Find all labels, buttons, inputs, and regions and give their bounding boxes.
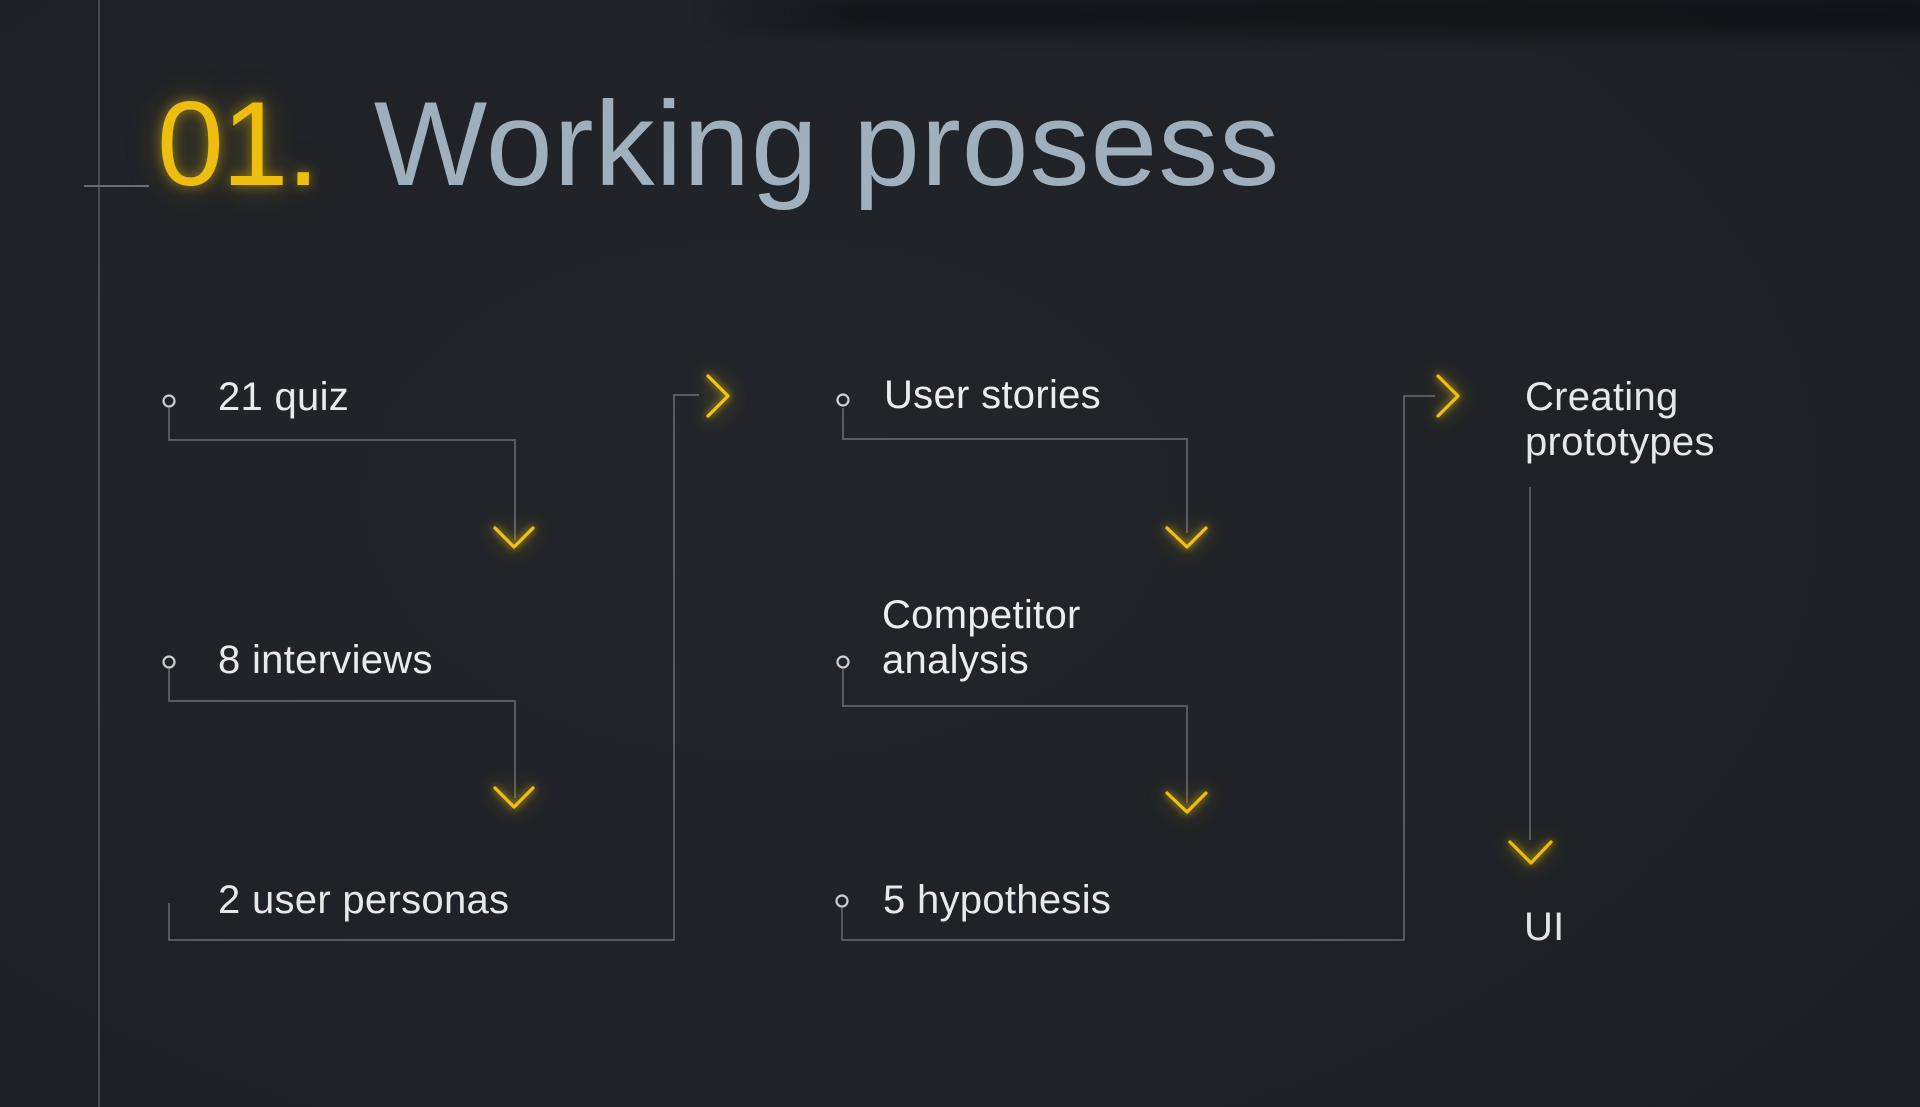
chevron-right-icon — [1436, 374, 1460, 418]
chevron-down-icon — [493, 786, 535, 809]
node-interviews: 8 interviews — [218, 638, 433, 682]
node-hypothesis: 5 hypothesis — [883, 878, 1112, 922]
connector-stories-to-competitor — [842, 408, 1188, 533]
node-prototypes: Creating prototypes — [1525, 375, 1715, 464]
connector-personas-to-stories — [168, 394, 699, 941]
node-bullet-quiz — [162, 394, 176, 408]
connector-interviews-to-personas — [168, 669, 516, 798]
node-quiz: 21 quiz — [218, 375, 350, 419]
node-competitor: Competitor analysis — [882, 593, 1081, 682]
connector-quiz-to-interviews — [168, 408, 516, 540]
connector-competitor-to-hypothesis — [842, 669, 1188, 803]
node-stories: User stories — [884, 373, 1101, 417]
chevron-down-icon — [1165, 526, 1208, 549]
node-personas: 2 user personas — [218, 878, 510, 922]
top-right-vignette — [700, 0, 1920, 34]
title-text: Working prosess — [373, 77, 1281, 211]
chevron-down-icon — [1165, 791, 1208, 814]
chevron-right-icon — [706, 374, 730, 418]
node-bullet-competitor — [836, 655, 850, 669]
chevron-down-icon — [1508, 840, 1553, 865]
node-ui: UI — [1524, 905, 1565, 949]
node-bullet-interviews — [162, 655, 176, 669]
chevron-down-icon — [493, 526, 535, 549]
node-bullet-stories — [836, 393, 850, 407]
page-title: 01. Working prosess — [157, 84, 1280, 204]
title-number: 01. — [157, 77, 320, 211]
connector-hypothesis-to-prototypes — [841, 395, 1435, 941]
node-bullet-hypothesis — [835, 894, 849, 908]
